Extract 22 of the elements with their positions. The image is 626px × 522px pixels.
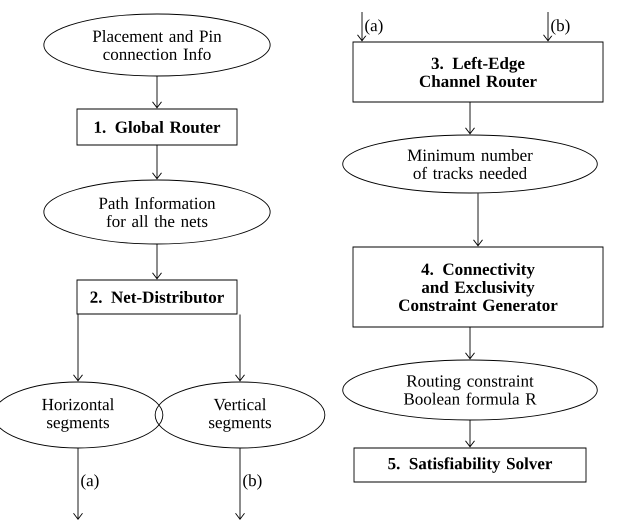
edge-label: (b) (549, 18, 572, 36)
arrow (473, 193, 483, 247)
arrow (465, 327, 475, 360)
process-box: 3. Left-Edge Channel Router (352, 42, 604, 102)
arrow (465, 420, 475, 448)
edge-label: (a) (79, 473, 100, 491)
process-box: 2. Net-Distributor (76, 280, 238, 314)
process-box: 1. Global Router (76, 108, 238, 146)
edge-label: (b) (241, 473, 264, 491)
arrow (73, 314, 83, 382)
arrow (235, 314, 245, 382)
arrow (152, 145, 162, 180)
edge-label: (a) (363, 18, 384, 36)
arrow (543, 12, 553, 42)
process-box: 5. Satisfiability Solver (354, 448, 586, 482)
arrow (357, 12, 367, 42)
arrow (152, 244, 162, 280)
arrow (465, 102, 475, 135)
arrow (235, 448, 245, 520)
arrow (152, 76, 162, 109)
arrow (73, 448, 83, 520)
process-box: 4. Connectivity and Exclusivity Constraint Generator (352, 246, 604, 328)
